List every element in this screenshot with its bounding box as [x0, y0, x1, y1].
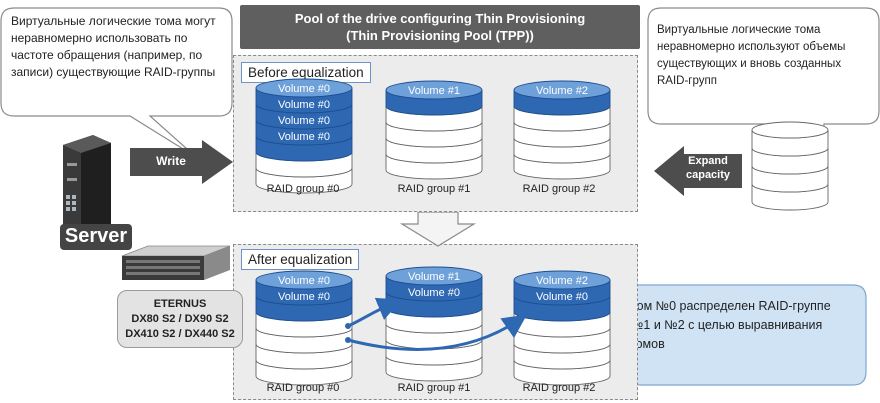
volume-label: Volume #0 — [278, 131, 330, 143]
volume-label: Volume #0 — [278, 115, 330, 127]
server-icon — [63, 135, 111, 233]
volume-label: Volume #0 — [278, 275, 330, 287]
before-rg1-label: RAID group #1 — [397, 183, 471, 195]
before-rg2-label: RAID group #2 — [522, 183, 596, 195]
before-rg1-cylinder: Volume #1 — [385, 80, 483, 180]
after-rg1-label: RAID group #1 — [397, 382, 471, 394]
eternus-line-3: DX410 S2 / DX440 S2 — [125, 328, 235, 340]
migration-arrow-rg2 — [347, 314, 527, 352]
before-rg0-cylinder: Volume #0 Volume #0 Volume #0 Volume #0 — [255, 78, 353, 194]
server-label-bg — [60, 224, 132, 250]
before-equalization-label: Before equalization — [241, 62, 371, 83]
new-raid-group-cylinder — [751, 121, 829, 211]
callout-bottom-text: Том №0 распределен RAID-группе №1 и №2 с… — [630, 299, 831, 351]
eternus-line-2: DX80 S2 / DX90 S2 — [131, 313, 229, 325]
server-label: Server — [64, 225, 128, 247]
volume-label: Volume #2 — [536, 275, 588, 287]
after-rg0-label: RAID group #0 — [266, 382, 340, 394]
before-rg0-label: RAID group #0 — [266, 183, 340, 195]
expand-label-line1: Expand — [688, 155, 728, 167]
arrow-origin-dot — [345, 323, 351, 329]
cylinder-top — [255, 78, 353, 98]
down-arrow-icon — [399, 212, 477, 247]
cylinder-top — [385, 266, 483, 286]
after-rg2-label: RAID group #2 — [522, 382, 596, 394]
expand-arrow-icon — [654, 146, 742, 196]
volume-label: Volume #0 — [278, 83, 330, 95]
after-rg1-cylinder: Volume #1 Volume #0 — [385, 266, 483, 382]
after-rg0-cylinder: Volume #0 Volume #0 — [255, 270, 353, 386]
expand-label-line2: capacity — [685, 169, 731, 181]
expand-label: Expand capacity — [678, 154, 738, 182]
callout-left-bubble — [0, 7, 233, 158]
cylinder-top — [513, 80, 611, 100]
callout-right-text: Виртуальные логические тома неравномерно… — [657, 24, 846, 87]
pool-title-line2: (Thin Provisioning Pool (TPP)) — [346, 28, 534, 43]
cylinder-top — [513, 270, 611, 290]
cylinder-top — [385, 80, 483, 100]
volume-label: Volume #1 — [408, 271, 460, 283]
volume-label: Volume #2 — [536, 85, 588, 97]
arrow-origin-dot — [345, 337, 351, 343]
cylinder-top — [751, 121, 829, 139]
volume-label: Volume #0 — [278, 99, 330, 111]
eternus-model-box: ETERNUS DX80 S2 / DX90 S2 DX410 S2 / DX4… — [117, 290, 243, 348]
write-label: Write — [156, 154, 186, 168]
migration-arrow-rg1 — [347, 297, 402, 328]
cylinder-top — [255, 270, 353, 290]
volume-label: Volume #0 — [408, 287, 460, 299]
pool-title-line1: Pool of the drive configuring Thin Provi… — [294, 11, 586, 26]
write-arrow-icon — [130, 140, 233, 184]
callout-left-text: Виртуальные логические тома могут неравн… — [11, 14, 216, 79]
volume-label: Volume #0 — [278, 291, 330, 303]
volume-label: Volume #0 — [536, 291, 588, 303]
eternus-line-1: ETERNUS — [153, 298, 207, 310]
after-rg2-cylinder: Volume #2 Volume #0 — [513, 270, 611, 386]
pool-title: Pool of the drive configuring Thin Provi… — [240, 5, 640, 49]
eternus-device-icon — [121, 245, 231, 280]
before-rg2-cylinder: Volume #2 — [513, 80, 611, 180]
volume-label: Volume #1 — [408, 85, 460, 97]
after-equalization-label: After equalization — [241, 249, 360, 270]
